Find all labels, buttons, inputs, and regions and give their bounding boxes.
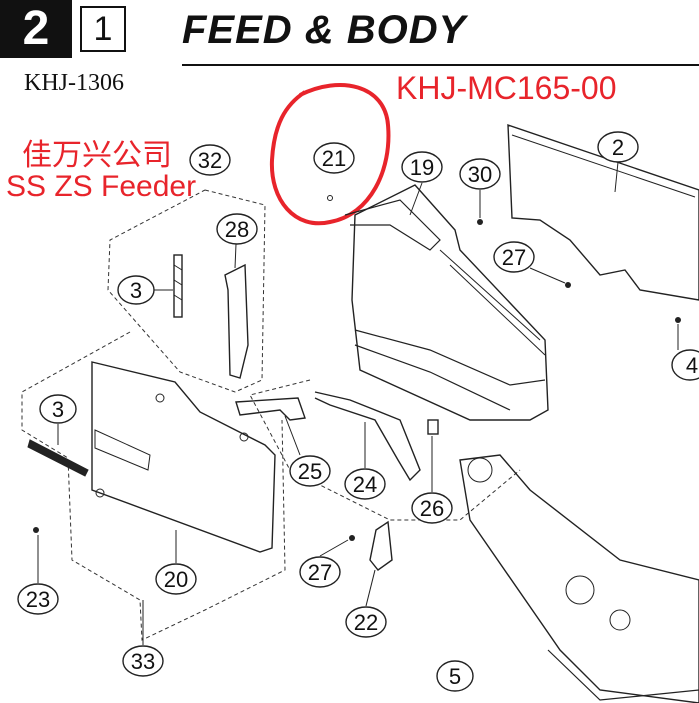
side-plate-inner [511,134,696,198]
svg-text:3: 3 [52,397,64,422]
callout-4: 4 [671,349,699,381]
callout-3-lower: 3 [39,394,77,424]
lower-mechanism-body [459,454,699,703]
svg-text:5: 5 [449,664,461,689]
svg-text:27: 27 [502,245,526,270]
sub-number-box: 1 [80,6,126,52]
group-bracket-dashed-outline [249,379,521,521]
callout-20: 20 [155,563,197,595]
svg-text:24: 24 [353,472,377,497]
callout-27-lower: 27 [299,556,341,588]
feeder-rail-top [344,199,441,251]
callout-25: 25 [289,455,331,487]
callout-30: 30 [459,158,501,190]
side-plate-outline [507,124,699,301]
part-28-lever [224,263,249,379]
svg-text:3: 3 [130,278,142,303]
part-20-plate [91,361,276,553]
callout-21: 21 [313,142,355,174]
feeder-body-outline [351,184,549,421]
svg-text:28: 28 [225,217,249,242]
feeder-rail-mid [354,329,546,386]
callout-26: 26 [411,492,453,524]
svg-text:27: 27 [308,560,332,585]
screw-23 [33,527,39,533]
svg-text:21: 21 [322,146,346,171]
screw-4 [675,317,681,323]
lower-mechanism-arm [547,649,699,701]
callout-28: 28 [216,213,258,245]
svg-text:25: 25 [298,459,322,484]
part-24-tape-guide [314,391,421,482]
callout-33: 33 [122,645,164,677]
svg-text:4: 4 [686,353,698,378]
screw-27-lower [349,535,355,541]
callout-24: 24 [344,468,386,500]
callout-23: 23 [17,583,59,615]
svg-text:26: 26 [420,496,444,521]
part-3-spring-upper [173,254,183,318]
callout-19: 19 [401,151,443,183]
section-number-box: 2 [0,0,72,58]
company-annotation: 佳万兴公司 [22,138,172,173]
svg-text:30: 30 [468,162,492,187]
product-annotation: SS ZS Feeder [6,170,197,203]
callout-27-upper: 27 [493,241,535,273]
callout-2: 2 [597,131,639,163]
svg-text:22: 22 [354,610,378,635]
callout-22: 22 [345,606,387,638]
highlight-circle [269,83,391,226]
svg-text:33: 33 [131,649,155,674]
callout-3-upper: 3 [117,275,155,305]
part-22-bracket [369,520,393,571]
part-number-annotation: KHJ-MC165-00 [396,70,617,106]
part-21-pin [327,195,333,201]
svg-text:23: 23 [26,587,50,612]
part-26-pin [427,419,439,435]
svg-text:20: 20 [164,567,188,592]
group-32-dashed-outline [107,189,266,393]
feeder-rail-low [354,344,511,411]
title-underline [182,64,699,66]
callout-32: 32 [189,144,231,176]
page-title: FEED & BODY [182,8,467,52]
svg-text:19: 19 [410,155,434,180]
part-25-clip [235,397,306,421]
svg-text:2: 2 [612,135,624,160]
svg-text:32: 32 [198,148,222,173]
part-3-spring-lower [27,439,89,477]
screw-27-upper [565,282,571,288]
screw-30 [477,219,483,225]
callout-5: 5 [436,660,474,692]
group-33-dashed-outline [21,331,286,641]
model-code: KHJ-1306 [24,70,124,96]
